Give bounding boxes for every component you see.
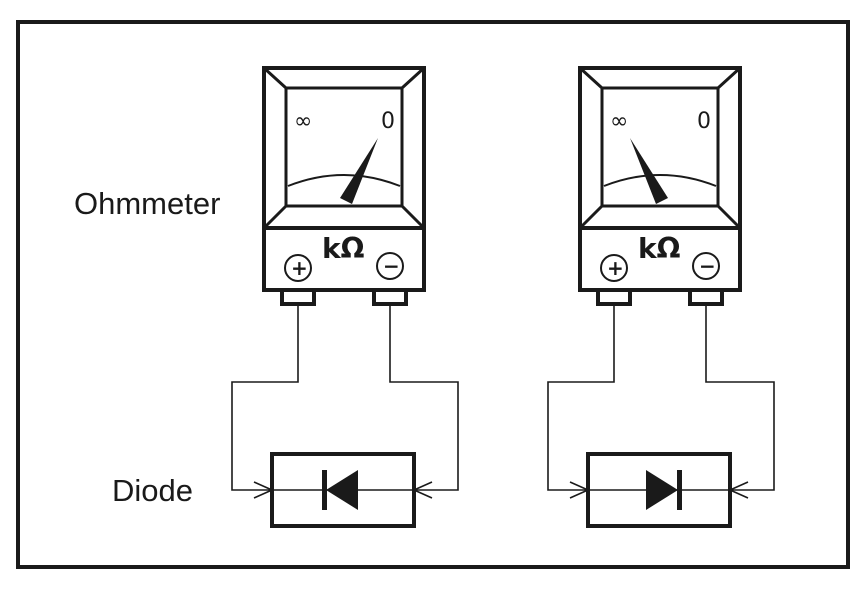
ohmmeter-left: ∞ 0 kΩ + −: [262, 66, 426, 306]
meter-unit: kΩ: [322, 232, 365, 265]
minus-connector: [688, 288, 724, 306]
scale-zero: 0: [381, 109, 395, 134]
diode-bar: [322, 470, 327, 510]
plus-connector: [280, 288, 316, 306]
scale-infinity: ∞: [610, 109, 628, 134]
diode-triangle: [326, 470, 358, 510]
meter-needle: [630, 138, 668, 204]
meter-unit: kΩ: [638, 232, 681, 265]
diode-bar: [677, 470, 682, 510]
minus-sign: −: [383, 254, 400, 278]
meter-needle: [340, 138, 378, 204]
ohmmeter-right: ∞ 0 kΩ + −: [578, 66, 742, 306]
diode-triangle: [646, 470, 678, 510]
plus-connector: [596, 288, 632, 306]
scale-zero: 0: [697, 109, 711, 134]
plus-terminal: [600, 254, 628, 282]
minus-sign: −: [699, 254, 716, 278]
outer-frame: [16, 20, 850, 569]
ohmmeter-label: Ohmmeter: [74, 186, 220, 221]
plus-terminal: [284, 254, 312, 282]
diode-left: [253, 452, 433, 528]
scale-infinity: ∞: [294, 109, 312, 134]
plus-sign: +: [291, 256, 308, 280]
minus-terminal: [692, 252, 720, 280]
wires-right: [547, 304, 775, 491]
diode-right: [569, 452, 749, 528]
meter-scale-arc: [603, 174, 717, 187]
plus-sign: +: [607, 256, 624, 280]
meter-scale-arc: [287, 174, 401, 187]
meter-face: [284, 86, 404, 208]
wires-left: [231, 304, 459, 491]
meter-face: [600, 86, 720, 208]
minus-connector: [372, 288, 408, 306]
minus-terminal: [376, 252, 404, 280]
diode-label: Diode: [112, 473, 193, 508]
